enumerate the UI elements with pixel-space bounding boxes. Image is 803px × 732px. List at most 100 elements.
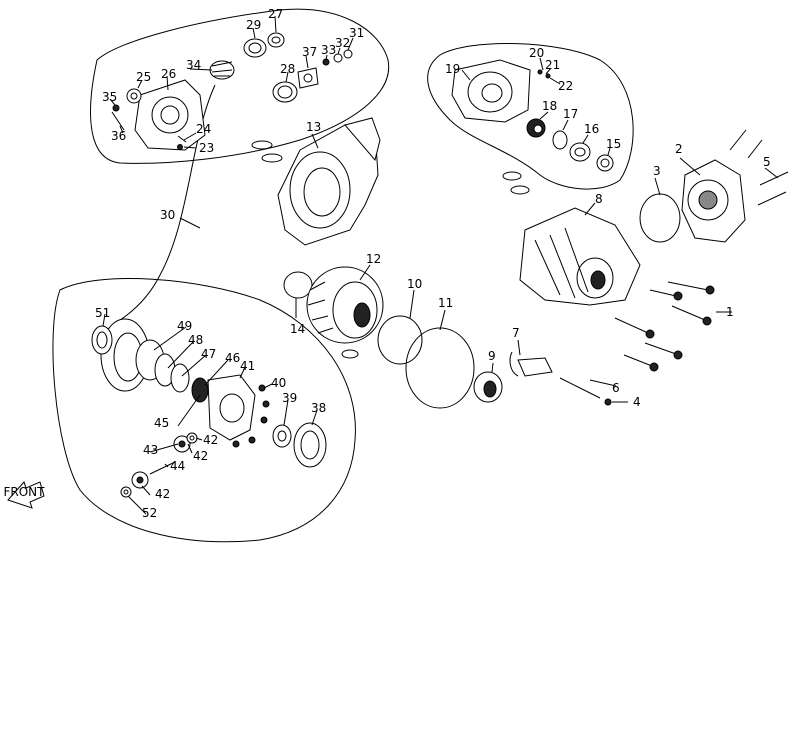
- o-ring-3: [639, 193, 681, 243]
- callout-51: 51: [95, 306, 110, 320]
- group-outline-bottom-left: [52, 278, 356, 543]
- callout-45: 45: [154, 416, 169, 430]
- callout-29: 29: [246, 18, 261, 32]
- seal-25: [126, 88, 142, 104]
- bolt-35-36: [111, 104, 125, 131]
- bearing-18: [526, 118, 546, 138]
- washer-52: [120, 486, 132, 498]
- callout-labels: 1 2 3 4 5 6 7 8 9 10 11 12 13 14 15 16 1…: [95, 7, 771, 520]
- callout-39: 39: [282, 391, 297, 405]
- callout-48: 48: [188, 333, 203, 347]
- bolts-40: [232, 384, 270, 448]
- callout-19: 19: [445, 62, 460, 76]
- callout-17: 17: [563, 107, 578, 121]
- callout-16: 16: [584, 122, 599, 136]
- callout-20: 20: [529, 46, 544, 60]
- callout-36: 36: [111, 129, 126, 143]
- bearing-29-27: [243, 32, 285, 58]
- callout-31: 31: [349, 26, 364, 40]
- callout-6: 6: [612, 381, 620, 395]
- group-outline-top-left: [90, 8, 390, 164]
- callout-12: 12: [366, 252, 381, 266]
- callout-34: 34: [186, 58, 201, 72]
- callout-27: 27: [268, 7, 283, 21]
- o-ring-13a: [251, 140, 283, 163]
- callout-23: 23: [199, 141, 214, 155]
- callout-40: 40: [271, 376, 286, 390]
- pin-44: [149, 461, 176, 475]
- callout-9: 9: [488, 349, 496, 363]
- callout-22: 22: [558, 79, 573, 93]
- washer-28: [272, 81, 298, 103]
- housing-13: [277, 117, 381, 246]
- callout-10: 10: [407, 277, 422, 291]
- housing-cover-26: [134, 79, 206, 151]
- seal-51: [91, 325, 113, 355]
- callout-35: 35: [102, 90, 117, 104]
- callout-26: 26: [161, 67, 176, 81]
- callout-25: 25: [136, 70, 151, 84]
- snap-ring-17: [552, 130, 568, 150]
- cover-19: [451, 59, 531, 123]
- callout-15: 15: [606, 137, 621, 151]
- gear-43: [173, 435, 191, 453]
- front-indicator-label: FRONT: [4, 485, 46, 499]
- ring-38: [293, 422, 327, 468]
- housing-41: [207, 374, 256, 441]
- callout-42b: 42: [203, 433, 218, 447]
- callout-38: 38: [311, 401, 326, 415]
- seal-16: [569, 142, 591, 162]
- front-direction-arrow-icon: FRONT: [4, 481, 46, 509]
- callout-43: 43: [143, 443, 158, 457]
- callout-18: 18: [542, 99, 557, 113]
- callout-11: 11: [438, 296, 453, 310]
- o-rings-10-11: [377, 315, 475, 409]
- callout-44: 44: [170, 459, 185, 473]
- pin-6-4: [559, 377, 612, 406]
- callout-33: 33: [321, 43, 336, 57]
- clutch-plates-45-49: [135, 339, 209, 403]
- callout-47: 47: [201, 347, 216, 361]
- callout-4: 4: [633, 395, 641, 409]
- callout-32: 32: [335, 36, 350, 50]
- sleeve-37: [297, 67, 319, 89]
- callout-5: 5: [763, 155, 771, 169]
- screws-20-21-22: [537, 69, 551, 79]
- seal-15: [596, 154, 614, 172]
- bolts-1: [614, 281, 715, 372]
- callout-7: 7: [512, 326, 520, 340]
- small-orings-mid: [341, 171, 530, 359]
- screws-23-24: [177, 135, 187, 150]
- main-housing-8: [519, 207, 641, 306]
- gear-bottom-12: [131, 471, 149, 489]
- callout-21: 21: [545, 58, 560, 72]
- callout-1: 1: [726, 305, 734, 319]
- o-ring-14: [283, 271, 313, 299]
- bolts-5: [729, 129, 789, 206]
- differential-gear-12: [306, 266, 384, 344]
- group-outline-top-right: [427, 43, 634, 190]
- callout-37: 37: [302, 45, 317, 59]
- callout-3: 3: [653, 164, 661, 178]
- bearing-39: [272, 424, 292, 448]
- callout-46: 46: [225, 351, 240, 365]
- callout-30: 30: [160, 208, 175, 222]
- cover-2: [681, 159, 746, 243]
- callout-24: 24: [196, 122, 211, 136]
- callout-41: 41: [240, 359, 255, 373]
- callout-42c: 42: [155, 487, 170, 501]
- leader-lines: [102, 15, 779, 515]
- callout-14: 14: [290, 322, 305, 336]
- callout-8: 8: [595, 192, 603, 206]
- callout-2: 2: [675, 142, 683, 156]
- callout-49: 49: [177, 319, 192, 333]
- gear-9: [473, 371, 503, 403]
- pinion-gear-34: [209, 60, 235, 80]
- callout-52: 52: [142, 506, 157, 520]
- washer-42: [186, 432, 198, 444]
- callout-28: 28: [280, 62, 295, 76]
- sensor-7: [509, 351, 553, 377]
- callout-42: 42: [193, 449, 208, 463]
- callout-13: 13: [306, 120, 321, 134]
